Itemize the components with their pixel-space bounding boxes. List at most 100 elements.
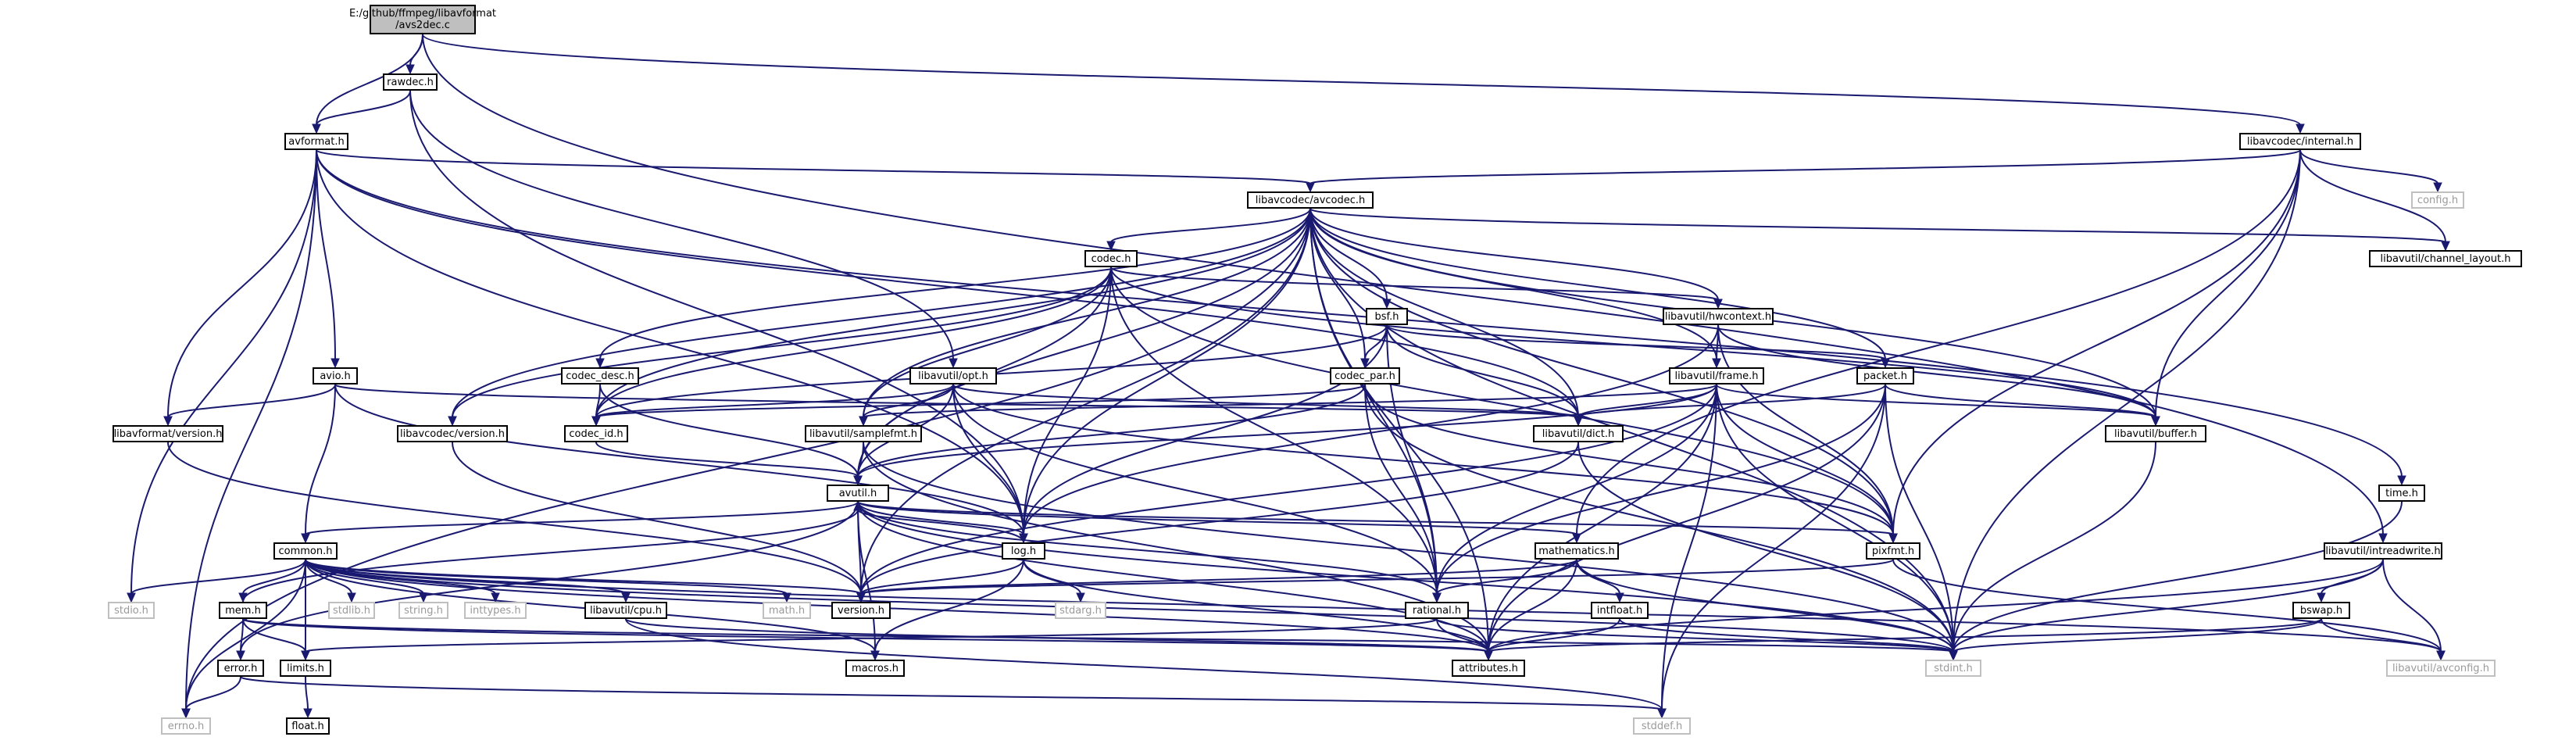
include-edge: [305, 559, 424, 595]
edge-arrowhead: [312, 123, 321, 134]
file-node-stdint-h[interactable]: stdint.h: [1925, 660, 1981, 677]
file-node-libavutil-intreadwrite-h[interactable]: libavutil/intreadwrite.h: [2324, 542, 2442, 560]
include-edge: [1577, 384, 1717, 418]
file-node-stdlib-h[interactable]: stdlib.h: [328, 602, 375, 619]
include-edge: [305, 501, 859, 535]
edge-arrowhead: [2441, 241, 2450, 252]
include-edge: [1576, 559, 1954, 653]
edge-arrowhead: [1949, 650, 1958, 661]
edge-arrowhead: [1713, 299, 1723, 309]
file-node-codec-desc-h[interactable]: codec_desc.h: [561, 367, 639, 385]
include-edge: [1309, 208, 1719, 301]
file-node-bswap-h[interactable]: bswap.h: [2292, 602, 2350, 619]
edge-arrowhead: [406, 64, 415, 75]
include-edge: [952, 384, 1438, 595]
include-edge: [952, 384, 1894, 535]
include-edge: [1110, 266, 1719, 301]
edge-arrowhead: [1657, 708, 1667, 719]
file-node-avio-h[interactable]: avio.h: [313, 367, 358, 385]
include-edge: [305, 384, 336, 535]
file-node-codec-par-h[interactable]: codec_par.h: [1330, 367, 1400, 385]
file-node-math-h[interactable]: math.h: [763, 602, 811, 619]
file-node-mem-h[interactable]: mem.h: [219, 602, 267, 619]
file-node-pixfmt-h[interactable]: pixfmt.h: [1866, 542, 1920, 560]
file-node-rational-h[interactable]: rational.h: [1405, 602, 1469, 619]
file-node-libavcodec-avcodec-h[interactable]: libavcodec/avcodec.h: [1247, 191, 1374, 209]
include-edge: [167, 149, 317, 418]
include-edge: [1488, 559, 1577, 653]
include-edge: [860, 559, 1894, 595]
edge-arrowhead: [448, 416, 457, 427]
file-node-inttypes-h[interactable]: inttypes.h: [464, 602, 527, 619]
include-edge: [599, 208, 1311, 360]
edge-arrowhead: [2436, 650, 2446, 661]
edge-arrowhead: [1888, 533, 1898, 544]
include-edge: [1110, 208, 1311, 243]
file-node-libavutil-buffer-h[interactable]: libavutil/buffer.h: [2105, 425, 2206, 442]
include-edge: [625, 618, 1489, 653]
include-edge: [1309, 208, 2446, 243]
file-node-avformat-h[interactable]: avformat.h: [284, 133, 348, 150]
file-node-libavcodec-version-h[interactable]: libavcodec/version.h: [397, 425, 508, 442]
file-node-codec-h[interactable]: codec.h: [1084, 250, 1138, 267]
include-edge: [167, 442, 862, 595]
file-node-packet-h[interactable]: packet.h: [1856, 367, 1914, 385]
file-node-config-h[interactable]: config.h: [2411, 191, 2464, 209]
file-node-libavutil-dict-h[interactable]: libavutil/dict.h: [1533, 425, 1624, 442]
file-node-libavutil-channel-layout-h[interactable]: libavutil/channel_layout.h: [2369, 250, 2522, 267]
edge-arrowhead: [853, 475, 863, 486]
file-node-common-h[interactable]: common.h: [273, 542, 338, 560]
include-edge: [305, 618, 1438, 653]
file-node-time-h[interactable]: time.h: [2378, 485, 2425, 502]
file-node-attributes-h[interactable]: attributes.h: [1452, 660, 1525, 677]
file-node-rawdec-h[interactable]: rawdec.h: [383, 73, 438, 91]
file-node-stdio-h[interactable]: stdio.h: [108, 602, 155, 619]
file-node-avs2dec-c[interactable]: E:/github/ffmpeg/libavformat /avs2dec.c: [349, 5, 496, 34]
file-node-error-h[interactable]: error.h: [217, 660, 264, 677]
file-node-avutil-h[interactable]: avutil.h: [827, 485, 889, 502]
include-edge: [595, 442, 859, 478]
file-node-macros-h[interactable]: macros.h: [845, 660, 905, 677]
file-node-string-h[interactable]: string.h: [398, 602, 448, 619]
include-edge: [1364, 384, 1954, 653]
include-edge: [316, 149, 1311, 184]
include-edge: [242, 509, 859, 603]
edge-arrowhead: [595, 358, 605, 369]
file-node-libavcodec-internal-h[interactable]: libavcodec/internal.h: [2239, 133, 2361, 150]
file-node-mathematics-h[interactable]: mathematics.h: [1535, 542, 1619, 560]
file-node-libavutil-opt-h[interactable]: libavutil/opt.h: [909, 367, 997, 385]
include-edge: [316, 149, 1024, 535]
file-node-stddef-h[interactable]: stddef.h: [1633, 717, 1691, 735]
edge-arrowhead: [347, 592, 356, 603]
edge-arrowhead: [491, 592, 500, 603]
file-node-libavutil-cpu-h[interactable]: libavutil/cpu.h: [584, 602, 667, 619]
include-edge: [316, 34, 423, 126]
file-node-libavformat-version-h[interactable]: libavformat/version.h: [113, 425, 223, 442]
file-node-intfloat-h[interactable]: intfloat.h: [1591, 602, 1649, 619]
file-node-errno-h[interactable]: errno.h: [161, 717, 211, 735]
include-edge: [1953, 149, 2301, 653]
edge-arrowhead: [2397, 475, 2406, 486]
file-node-bsf-h[interactable]: bsf.h: [1366, 308, 1408, 325]
edge-arrowhead: [2296, 123, 2305, 134]
include-edge: [130, 149, 317, 595]
include-edge: [2382, 559, 2442, 653]
edge-arrowhead: [301, 533, 310, 544]
file-node-libavutil-hwcontext-h[interactable]: libavutil/hwcontext.h: [1663, 308, 1774, 325]
file-node-libavutil-samplefmt-h[interactable]: libavutil/samplefmt.h: [805, 425, 922, 442]
file-node-libavutil-frame-h[interactable]: libavutil/frame.h: [1669, 367, 1764, 385]
file-node-float-h[interactable]: float.h: [286, 717, 330, 735]
include-edge: [305, 559, 1489, 653]
file-node-log-h[interactable]: log.h: [1002, 542, 1045, 560]
file-node-limits-h[interactable]: limits.h: [280, 660, 331, 677]
file-node-version-h[interactable]: version.h: [831, 602, 891, 619]
include-edge: [1661, 384, 1717, 710]
edge-arrowhead: [303, 708, 313, 719]
include-edge: [185, 559, 306, 710]
include-edge: [185, 676, 241, 710]
file-node-stdarg-h[interactable]: stdarg.h: [1055, 602, 1106, 619]
file-node-libavutil-avconfig-h[interactable]: libavutil/avconfig.h: [2386, 660, 2496, 677]
include-edge: [1716, 384, 1894, 535]
include-edge: [1364, 384, 1438, 595]
file-node-codec-id-h[interactable]: codec_id.h: [564, 425, 628, 442]
